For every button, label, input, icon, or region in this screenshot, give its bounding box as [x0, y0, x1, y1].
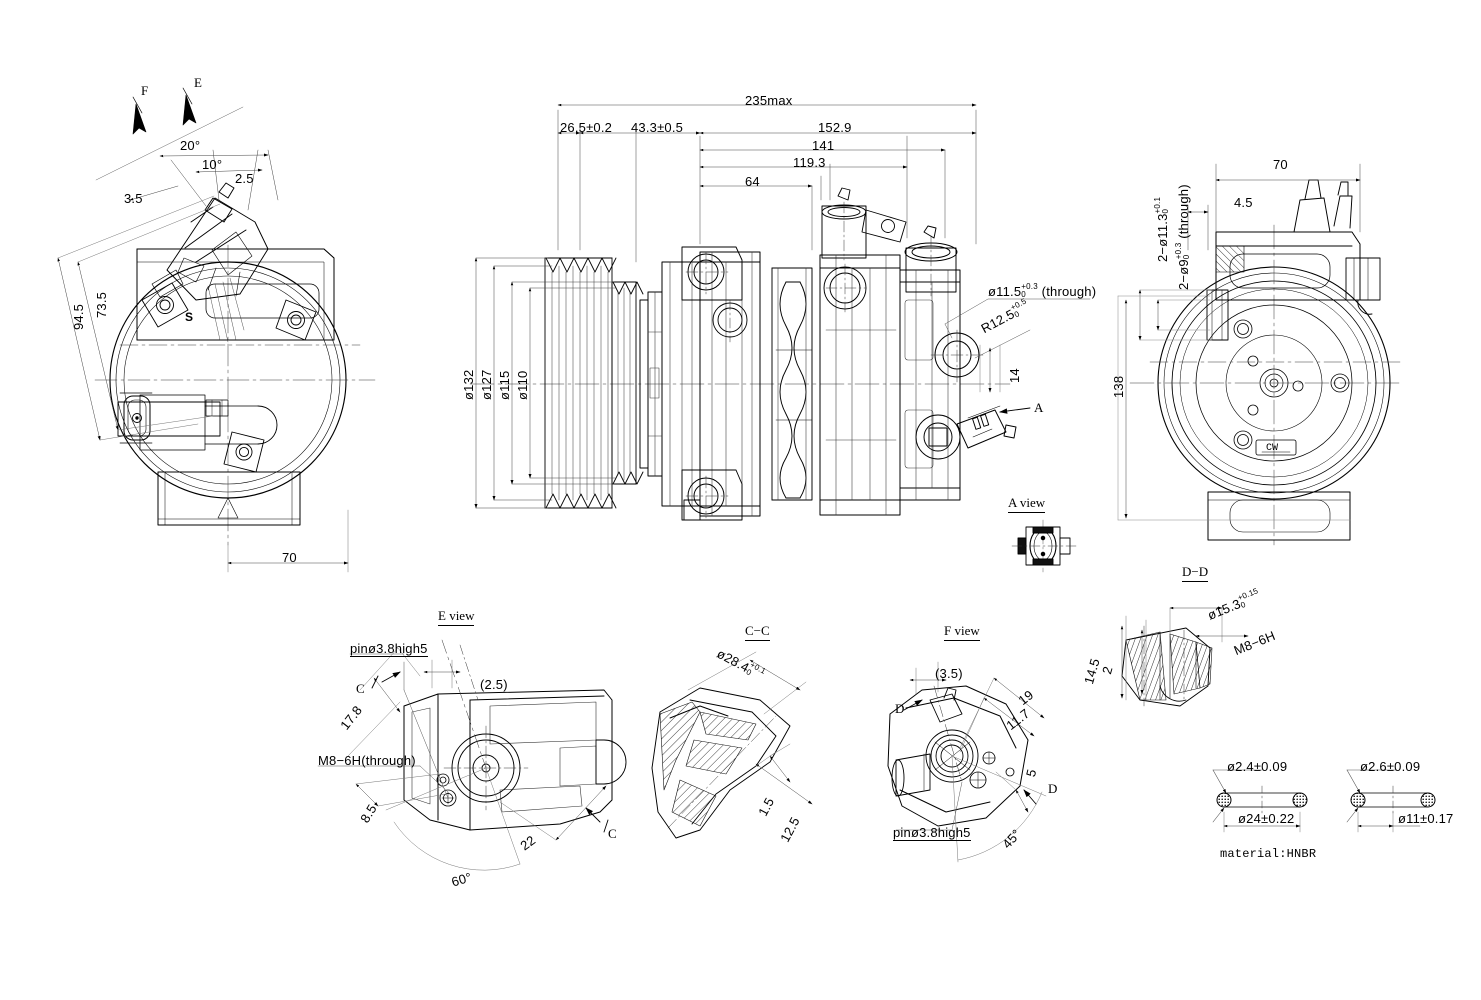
dim-138: 138	[1111, 375, 1126, 398]
e-pin-label: pinø3.8high5	[350, 641, 428, 657]
dia-115: ø115	[497, 370, 512, 400]
cc-section-title: C−C	[745, 623, 770, 641]
left-view-arrows	[132, 87, 197, 135]
s-marking: S	[185, 310, 194, 324]
dim-angle-10: 10°	[202, 157, 223, 172]
oring-left-inner: ø24±0.22	[1238, 811, 1295, 826]
f-section-mark-d-bot: D	[1048, 781, 1058, 796]
dim-70-right: 70	[1273, 157, 1288, 172]
f-view-geometry	[887, 685, 1029, 827]
f-view-title: F view	[944, 623, 980, 641]
cc-dimension-lines	[687, 651, 813, 805]
a-view-title: A view	[1008, 495, 1046, 513]
e-view-title: E view	[438, 608, 475, 626]
f-section-mark-d-top: D	[895, 701, 905, 716]
dim-152p9: 152.9	[818, 120, 852, 135]
dia-127: ø127	[479, 369, 494, 400]
e-view-geometry	[403, 639, 627, 831]
cw-rotation-mark: CW	[1266, 443, 1279, 454]
dim-3p5-left: 3.5	[124, 191, 143, 206]
oring-right-inner: ø11±0.17	[1398, 811, 1454, 826]
dim-119p3: 119.3	[793, 155, 826, 170]
dim-141: 141	[812, 138, 835, 153]
oring-left-geometry	[1212, 769, 1308, 833]
oring-right-geometry	[1346, 769, 1436, 833]
main-view-dimension-lines	[474, 103, 1091, 509]
e-view-dimension-lines	[317, 647, 609, 871]
e-section-mark-c-bot: C	[608, 826, 617, 841]
left-view-geometry	[94, 182, 376, 546]
dia-110: ø110	[515, 370, 530, 400]
callout-bore-9-lower: 0	[1182, 254, 1191, 260]
arrow-label-f: F	[141, 83, 149, 98]
callout-bore-9-base: 2−ø9	[1176, 259, 1191, 290]
dia-132: ø132	[461, 369, 476, 400]
arrow-label-e: E	[194, 75, 203, 90]
dim-94p5: 94.5	[71, 303, 86, 330]
right-view-geometry	[1129, 179, 1401, 546]
main-view-geometry	[469, 187, 1017, 521]
dim-73p5: 73.5	[94, 291, 109, 318]
callout-bore-9-suffix: (through)	[1176, 184, 1191, 243]
callout-bore-11p3-base: 2−ø11.3	[1155, 213, 1170, 263]
oring-left-cord: ø2.4±0.09	[1227, 759, 1288, 774]
callout-hole-11p5-base: ø11.5	[988, 284, 1022, 299]
dd-section-title: D−D	[1182, 564, 1209, 582]
section-arrow-a: A	[1034, 400, 1044, 415]
dim-2p5-left: 2.5	[235, 171, 254, 186]
e-dim-2p5: (2.5)	[480, 677, 508, 692]
oring-material: material:HNBR	[1220, 847, 1317, 861]
dim-4p5: 4.5	[1234, 195, 1253, 210]
dim-43p3: 43.3±0.5	[631, 120, 684, 135]
a-view-geometry	[1011, 519, 1077, 573]
f-dim-3p5: (3.5)	[935, 666, 963, 681]
e-section-mark-c-top: C	[356, 681, 365, 696]
callout-hole-11p5-suffix: (through)	[1037, 284, 1097, 299]
e-thread-label: M8−6H(through)	[318, 753, 416, 768]
callout-bore-11p3-lower: 0	[1161, 208, 1170, 214]
dim-70-left: 70	[282, 550, 297, 565]
left-view-dimension-lines	[57, 106, 349, 573]
f-view-dimension-lines	[895, 661, 1047, 863]
dim-235max: 235max	[745, 93, 793, 108]
f-pin-label: pinø3.8high5	[893, 825, 971, 841]
cc-section-geometry	[651, 687, 791, 839]
right-view-dimension-lines	[1117, 163, 1361, 521]
dd-section-geometry	[1121, 625, 1213, 707]
callout-hole-11p5-upper: +0.3	[1021, 282, 1038, 291]
dim-64: 64	[745, 174, 760, 189]
dim-26p5: 26.5±0.2	[560, 120, 613, 135]
dd-dimension-lines	[1120, 606, 1249, 701]
dim-14: 14	[1007, 368, 1022, 383]
dim-angle-20: 20°	[180, 138, 201, 153]
callout-hole-11p5-lower: 0	[1021, 290, 1026, 299]
oring-right-cord: ø2.6±0.09	[1360, 759, 1421, 774]
